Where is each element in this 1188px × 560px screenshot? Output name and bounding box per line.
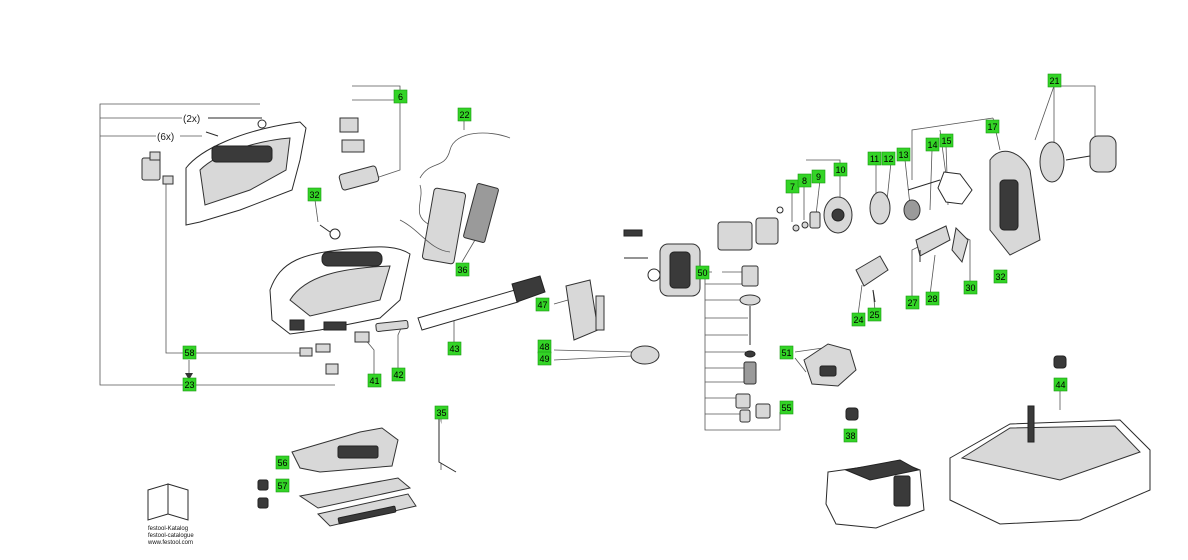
part-label-38[interactable]: 38 — [843, 428, 858, 443]
part-label-10[interactable]: 10 — [833, 162, 848, 177]
multiplier-annotations: (2x) (6x) — [156, 112, 208, 143]
part-label-13[interactable]: 13 — [896, 147, 911, 162]
part-label-22[interactable]: 22 — [457, 107, 472, 122]
part-label-30[interactable]: 30 — [963, 280, 978, 295]
part-label-24[interactable]: 24 — [851, 312, 866, 327]
part-label-35[interactable]: 35 — [434, 405, 449, 420]
catalog-book-icon[interactable] — [147, 483, 189, 521]
part-label-21[interactable]: 21 — [1047, 73, 1062, 88]
part-label-11[interactable]: 11 — [867, 151, 882, 166]
part-label-9[interactable]: 9 — [811, 169, 826, 184]
part-label-28[interactable]: 28 — [925, 291, 940, 306]
part-label-32[interactable]: 32 — [993, 269, 1008, 284]
part-label-17[interactable]: 17 — [985, 119, 1000, 134]
part-label-32[interactable]: 32 — [307, 187, 322, 202]
part-label-56[interactable]: 56 — [275, 455, 290, 470]
part-label-47[interactable]: 47 — [535, 297, 550, 312]
part-label-43[interactable]: 43 — [447, 341, 462, 356]
part-label-8[interactable]: 8 — [797, 173, 812, 188]
part-label-25[interactable]: 25 — [867, 307, 882, 322]
part-label-41[interactable]: 41 — [367, 373, 382, 388]
part-label-42[interactable]: 42 — [391, 367, 406, 382]
part-label-15[interactable]: 15 — [939, 133, 954, 148]
parts-drawings — [141, 117, 1151, 529]
part-label-51[interactable]: 51 — [779, 345, 794, 360]
part-label-55[interactable]: 55 — [779, 400, 794, 415]
part-label-44[interactable]: 44 — [1053, 377, 1068, 392]
part-label-7[interactable]: 7 — [785, 179, 800, 194]
part-label-23[interactable]: 23 — [182, 377, 197, 392]
part-label-6[interactable]: 6 — [393, 89, 408, 104]
part-label-48[interactable]: 48 — [537, 339, 552, 354]
part-label-57[interactable]: 57 — [275, 478, 290, 493]
catalog-line-1: festool-Katalog — [148, 526, 188, 532]
part-label-58[interactable]: 58 — [182, 345, 197, 360]
part-label-12[interactable]: 12 — [881, 151, 896, 166]
two-x-label: (2x) — [183, 114, 200, 125]
catalog-line-2: festool-catalogue — [148, 533, 194, 539]
catalog-line-3[interactable]: www.festool.com — [147, 540, 193, 546]
part-label-50[interactable]: 50 — [695, 265, 710, 280]
part-label-27[interactable]: 27 — [905, 295, 920, 310]
part-label-36[interactable]: 36 — [455, 262, 470, 277]
part-label-14[interactable]: 14 — [925, 137, 940, 152]
six-x-label: (6x) — [157, 132, 174, 143]
part-label-49[interactable]: 49 — [537, 351, 552, 366]
